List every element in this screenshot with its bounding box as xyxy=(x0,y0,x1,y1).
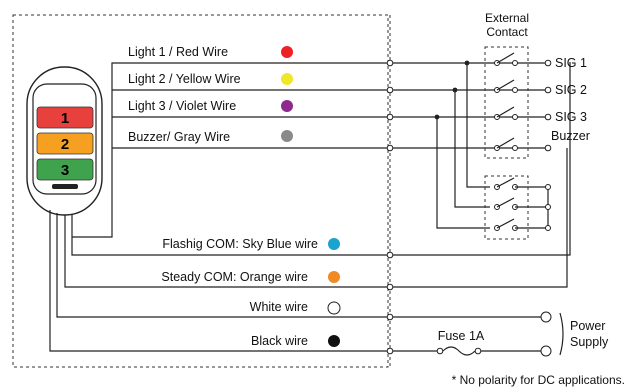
terminal-nodes xyxy=(386,59,394,355)
red-wire-dot xyxy=(281,46,293,58)
wire-label-light-3: Light 3 / Violet Wire xyxy=(128,99,236,113)
light-segment-2 xyxy=(36,132,94,155)
segment-label-2: 2 xyxy=(61,136,69,153)
power-supply-label-line1: Power xyxy=(570,319,605,333)
unit-enclosure xyxy=(12,14,389,368)
light-segment-3 xyxy=(36,158,94,181)
fuse-symbol xyxy=(436,346,482,356)
junction-dots xyxy=(434,60,470,120)
stack-light-tower: 1 2 3 xyxy=(26,66,103,216)
wire-label-buzzer: Buzzer/ Gray Wire xyxy=(128,130,230,144)
yellow-wire-dot xyxy=(281,73,293,85)
sky-blue-wire-dot xyxy=(328,238,340,250)
signal-label-sig-1: SIG 1 xyxy=(555,56,587,70)
power-supply-terminals xyxy=(540,311,564,357)
wire-lines xyxy=(49,62,571,352)
light-segment-1 xyxy=(36,106,94,129)
wire-label-white: White wire xyxy=(250,300,308,314)
segment-label-1: 1 xyxy=(61,110,69,127)
gray-wire-dot xyxy=(281,130,293,142)
power-supply-label-line2: Supply xyxy=(570,335,609,349)
wire-label-flashing-com: Flashig COM: Sky Blue wire xyxy=(162,237,318,251)
signal-label-sig-3: SIG 3 xyxy=(555,110,587,124)
flashing-switches xyxy=(484,175,551,240)
external-contact-switches xyxy=(484,46,552,159)
wire-label-light-1: Light 1 / Red Wire xyxy=(128,45,228,59)
buzzer-grille xyxy=(52,184,78,189)
signal-label-sig-2: SIG 2 xyxy=(555,83,587,97)
orange-wire-dot xyxy=(328,271,340,283)
external-contact-title-line1: External xyxy=(485,11,529,25)
wire-label-light-2: Light 2 / Yellow Wire xyxy=(128,72,241,86)
segment-label-3: 3 xyxy=(61,162,69,179)
footnote: * No polarity for DC applications. xyxy=(452,373,625,387)
white-wire-dot xyxy=(327,301,341,315)
fuse-label: Fuse 1A xyxy=(438,329,485,343)
signal-label-buzzer: Buzzer xyxy=(551,129,590,143)
wire-label-steady-com: Steady COM: Orange wire xyxy=(161,270,308,284)
black-wire-dot xyxy=(328,335,340,347)
external-contact-title-line2: Contact xyxy=(486,25,528,39)
wire-label-black: Black wire xyxy=(251,334,308,348)
violet-wire-dot xyxy=(281,100,293,112)
